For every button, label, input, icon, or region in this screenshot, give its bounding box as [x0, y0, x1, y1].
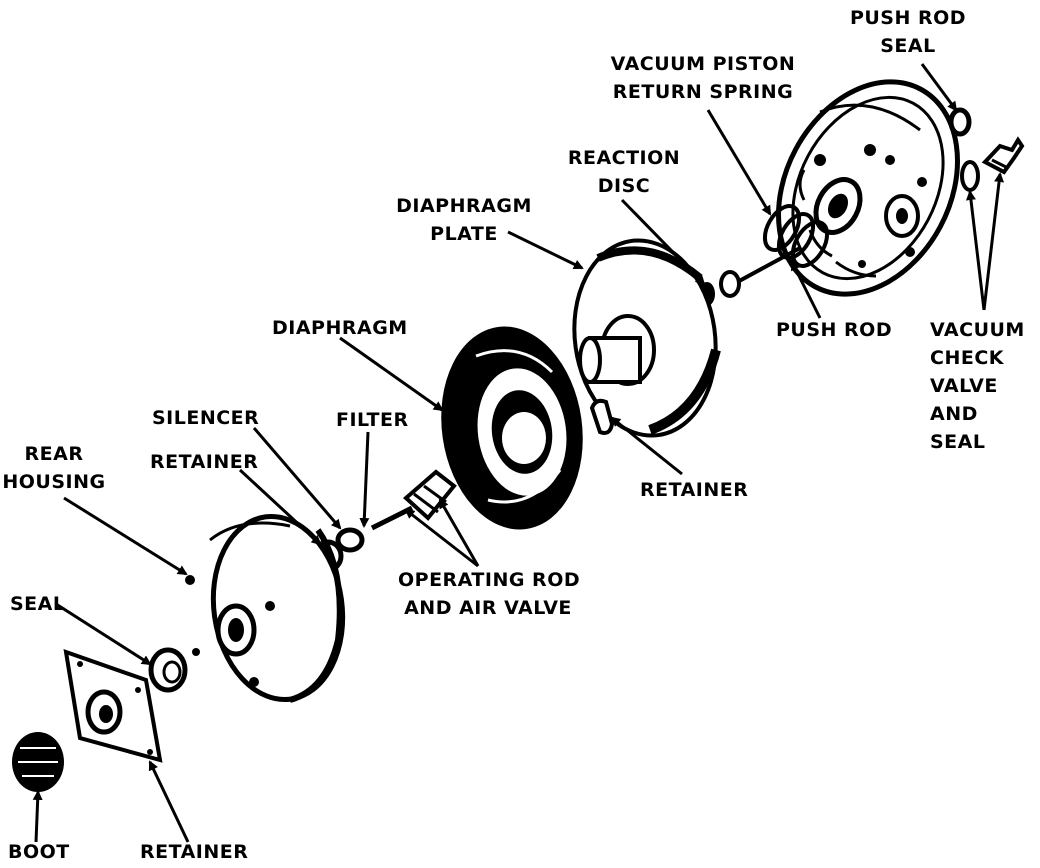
push-rod	[719, 246, 801, 298]
label-boot: BOOT	[8, 841, 70, 863]
label-retainer-bottom: RETAINER	[140, 841, 249, 863]
front-housing	[776, 79, 960, 297]
filter	[335, 527, 365, 553]
push-rod-seal	[948, 107, 972, 137]
label-filter: FILTER	[336, 409, 409, 431]
vacuum-check-valve	[960, 136, 1025, 192]
label-seal: SEAL	[10, 593, 66, 615]
label-retainer-right: RETAINER	[640, 479, 749, 501]
label-diaphragm: DIAPHRAGM	[272, 317, 408, 339]
label-retainer-upper: RETAINER	[150, 451, 259, 473]
label-push-rod: PUSH ROD	[776, 319, 893, 341]
retainer-bottom-plate	[63, 649, 163, 763]
diaphragm	[441, 326, 583, 530]
retainer-plate	[589, 398, 615, 435]
leader-lines	[32, 63, 1005, 843]
label-silencer: SILENCER	[152, 407, 260, 429]
diaphragm-plate	[572, 238, 721, 438]
seal-part	[148, 647, 188, 693]
boot	[12, 732, 64, 792]
rear-housing	[185, 513, 346, 703]
